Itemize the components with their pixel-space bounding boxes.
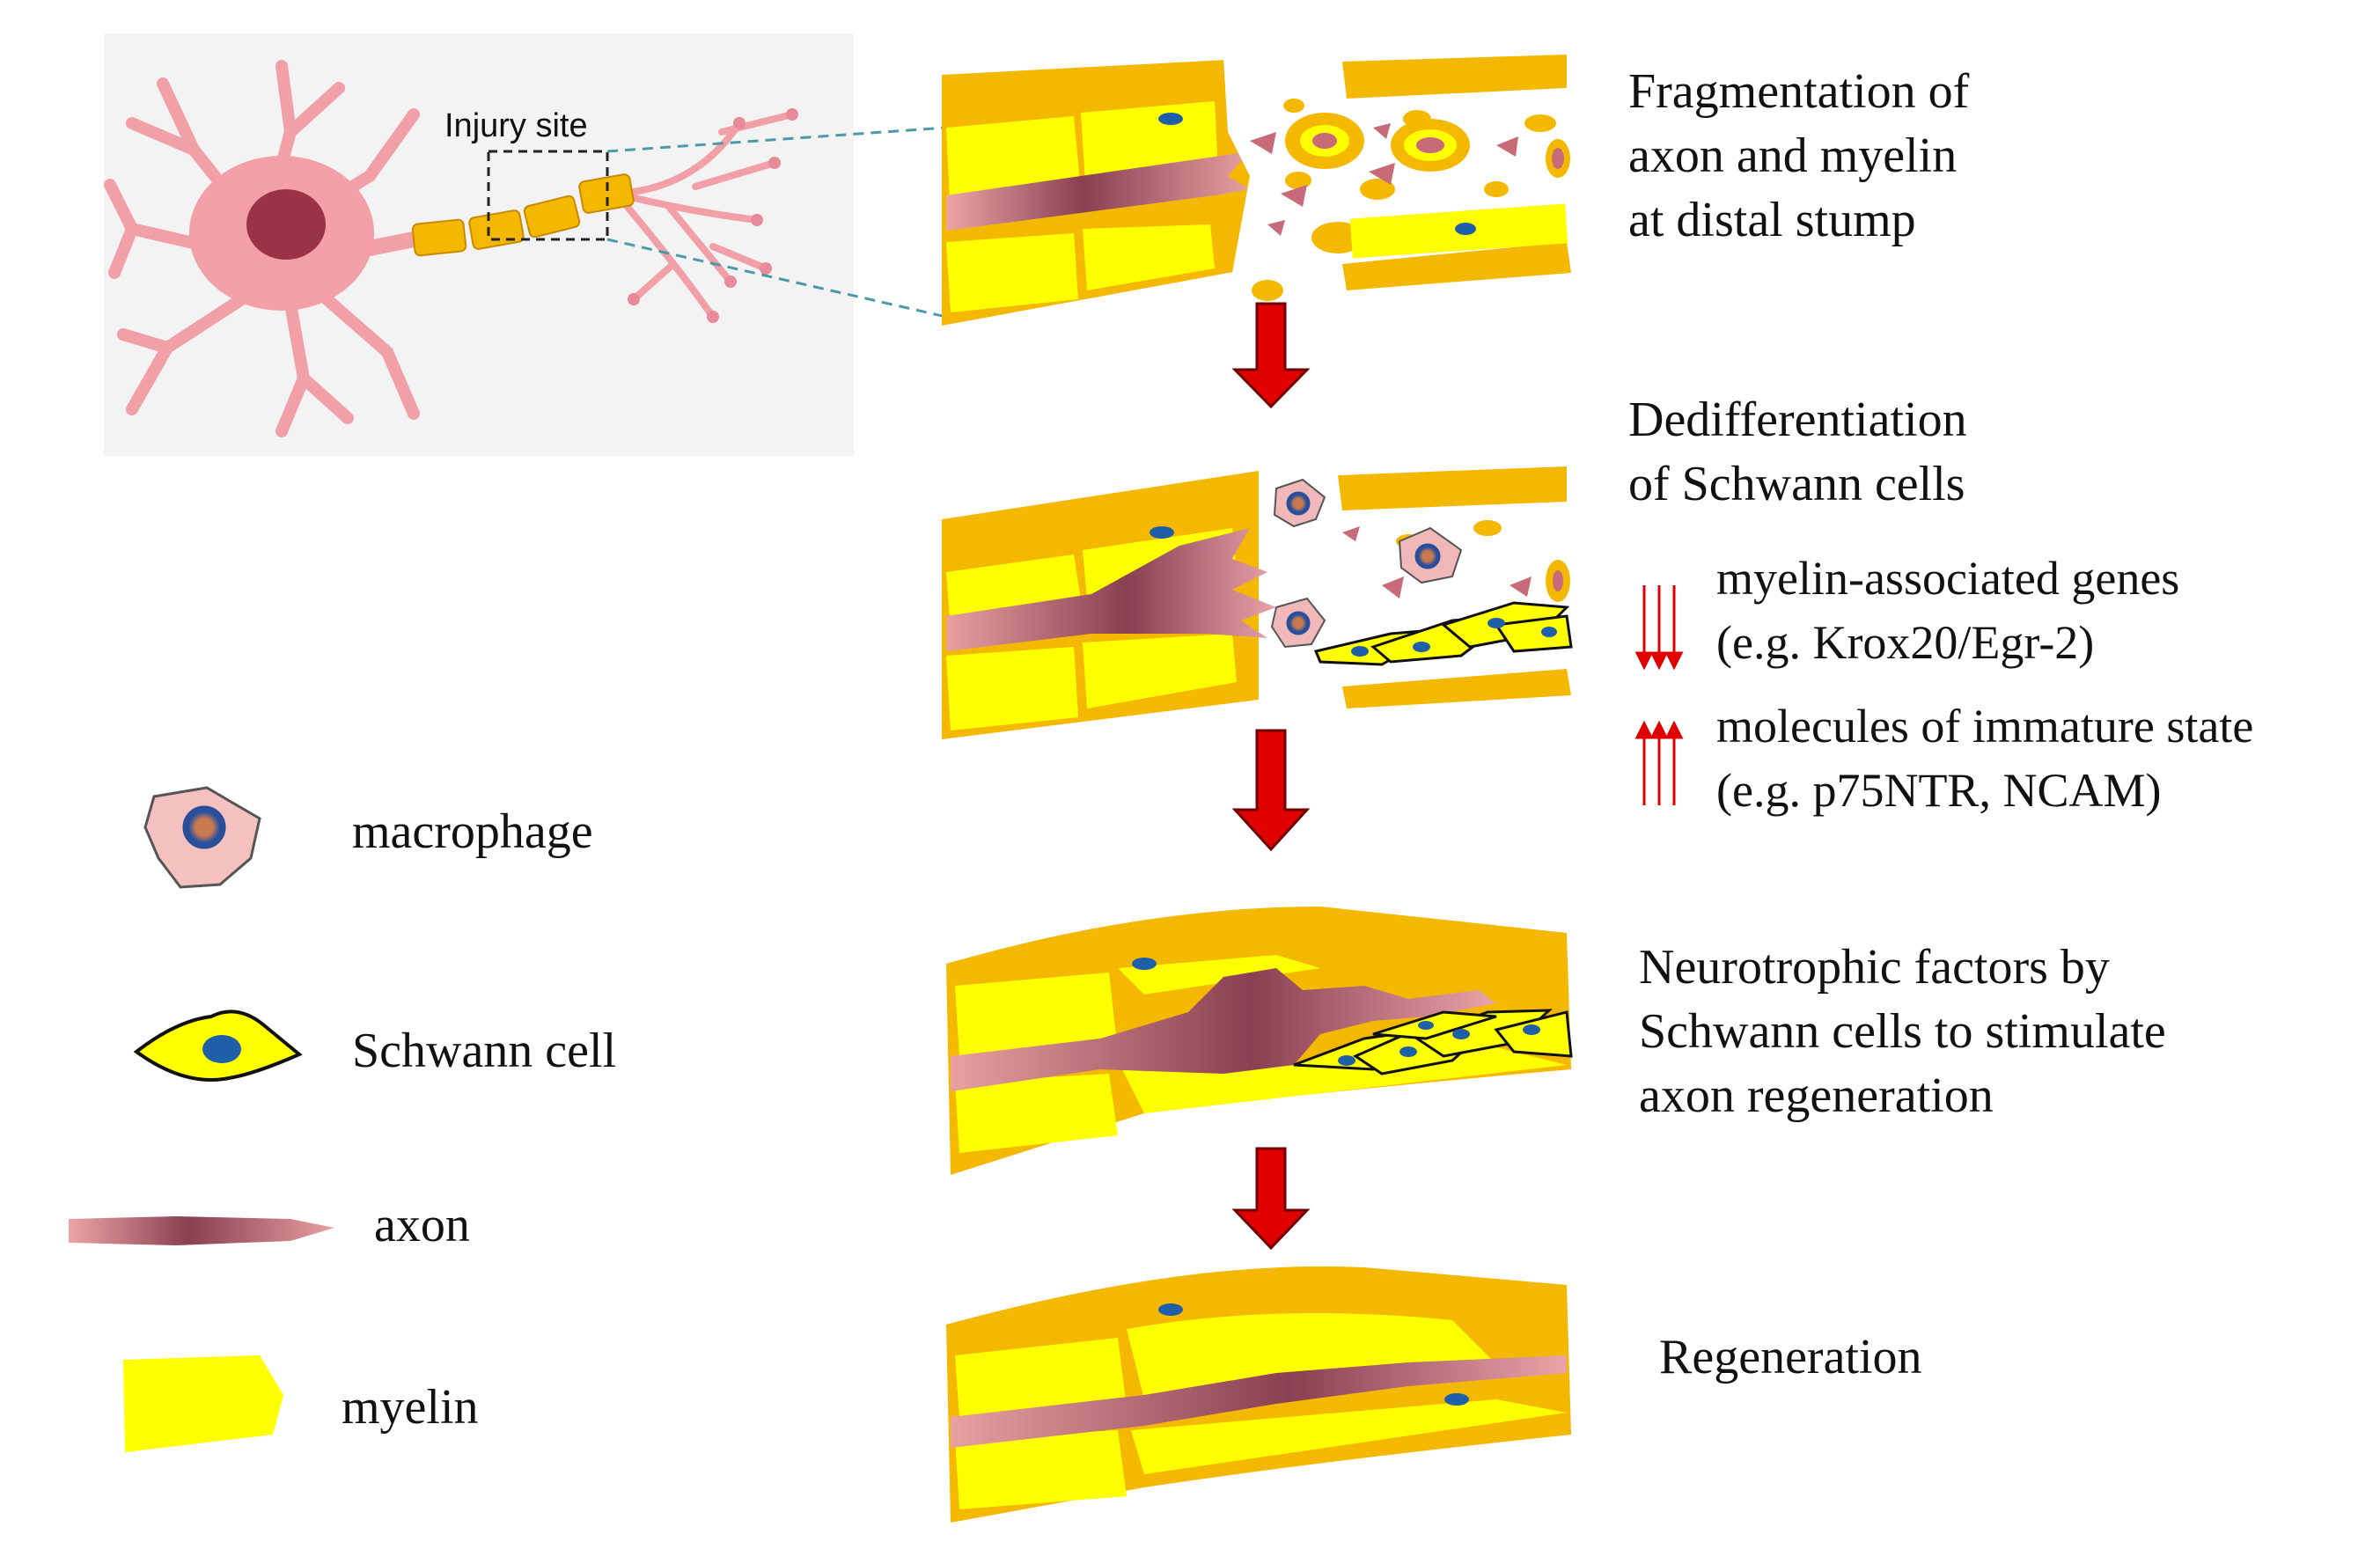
svg-text:Regeneration: Regeneration (1659, 1330, 1922, 1384)
myelin-segments (411, 173, 635, 257)
legend-macrophage-label: macrophage (352, 804, 593, 859)
legend-axon-label: axon (374, 1198, 470, 1252)
svg-text:myelin-associated genes: myelin-associated genes (1716, 552, 2179, 605)
upregulation-arrows-icon (1634, 720, 1684, 805)
axon-terminal-buttons (628, 108, 798, 323)
legend-schwann-cell-icon (133, 1009, 303, 1082)
schwann-nucleus (1132, 958, 1157, 970)
macrophage-cell (1270, 597, 1326, 649)
macrophage-cell (1398, 526, 1463, 584)
step3-neurotrophic-illustration (946, 907, 1573, 1175)
legend-macrophage-icon (143, 786, 261, 889)
process-arrow-3 (1231, 1147, 1311, 1251)
schwann-cell-band (1313, 601, 1573, 666)
zoom-line-top (606, 126, 947, 153)
regenerated-axon (951, 1355, 1567, 1448)
schwann-nucleus (1150, 526, 1174, 539)
schwann-nucleus (1444, 1393, 1469, 1406)
legend-schwann-cell-label: Schwann cell (352, 1024, 616, 1078)
process-arrow-2 (1231, 729, 1311, 852)
zoom-line-bottom (606, 238, 947, 319)
svg-text:(e.g. Krox20/Egr-2): (e.g. Krox20/Egr-2) (1716, 616, 2094, 669)
process-arrow-1 (1231, 302, 1311, 409)
svg-text:Fragmentation of: Fragmentation of (1628, 64, 1970, 119)
svg-text:Neurotrophic factors by: Neurotrophic factors by (1639, 940, 2110, 995)
downregulated-genes-text: myelin-associated genes (e.g. Krox20/Egr… (1716, 552, 2179, 669)
injury-site-label: Injury site (444, 107, 588, 144)
legend-myelin-label: myelin (342, 1380, 479, 1435)
legend-myelin-icon (123, 1355, 283, 1452)
svg-text:at distal stump: at distal stump (1628, 193, 1916, 247)
axon-stump (946, 151, 1250, 231)
step2-description: Dedifferentiation of Schwann cells (1628, 393, 1967, 511)
svg-text:(e.g. p75NTR, NCAM): (e.g. p75NTR, NCAM) (1716, 764, 2161, 817)
schwann-nucleus (1158, 113, 1183, 125)
axon-growth-cone (951, 968, 1496, 1091)
step4-regeneration-illustration (946, 1266, 1571, 1523)
schwann-cell-band (1293, 1009, 1573, 1075)
axon-swollen-stump (946, 528, 1276, 651)
svg-text:Schwann cells to stimulate: Schwann cells to stimulate (1639, 1004, 2166, 1059)
svg-text:of Schwann cells: of Schwann cells (1628, 457, 1965, 511)
upregulated-molecules-text: molecules of immature state (e.g. p75NTR… (1716, 700, 2253, 817)
step1-description: Fragmentation of axon and myelin at dist… (1628, 64, 1970, 247)
neuron-panel: Injury site (104, 33, 947, 456)
svg-text:molecules of immature state: molecules of immature state (1716, 700, 2253, 752)
myelin-fragments (1250, 55, 1571, 301)
downregulation-arrows-icon (1634, 585, 1684, 671)
legend: macrophage Schwann cell axon myelin (69, 786, 616, 1452)
step2-dedifferentiation-illustration (942, 466, 1573, 739)
schwann-nucleus (1158, 1303, 1183, 1316)
step1-fragmentation-illustration (942, 53, 1571, 326)
svg-text:axon and myelin: axon and myelin (1628, 128, 1957, 183)
svg-text:Dedifferentiation: Dedifferentiation (1628, 393, 1967, 447)
neuron-nucleus (246, 189, 326, 260)
step4-description: Regeneration (1659, 1330, 1922, 1384)
macrophage-cell (1273, 478, 1326, 528)
svg-text:axon regeneration: axon regeneration (1639, 1068, 1994, 1123)
step3-description: Neurotrophic factors by Schwann cells to… (1639, 940, 2166, 1123)
legend-axon-icon (69, 1216, 334, 1245)
